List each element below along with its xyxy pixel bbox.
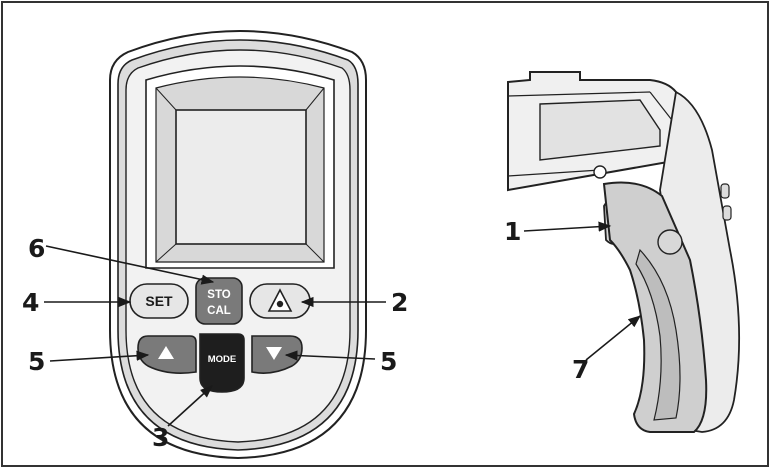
callout-1-label: 1 bbox=[504, 217, 521, 246]
callout-3-label: 3 bbox=[152, 423, 169, 452]
callout-4-label: 4 bbox=[22, 288, 39, 317]
callout-7: 7 bbox=[572, 315, 641, 384]
triangle-up-icon bbox=[158, 346, 174, 359]
callout-5-left-label: 5 bbox=[28, 347, 45, 376]
callout-7-label: 7 bbox=[572, 355, 589, 384]
set-button[interactable]: SET bbox=[129, 283, 189, 319]
callout-1: 1 bbox=[504, 217, 612, 246]
callout-2-label: 2 bbox=[391, 288, 408, 317]
side-button-lower[interactable] bbox=[722, 205, 732, 221]
callout-6-label: 6 bbox=[28, 234, 45, 263]
mode-button[interactable]: MODE bbox=[199, 333, 245, 393]
set-button-label: SET bbox=[145, 293, 173, 309]
laser-warning-icon bbox=[267, 288, 293, 312]
callout-5-right: 5 bbox=[284, 347, 397, 376]
gun-window bbox=[539, 99, 661, 161]
callout-4: 4 bbox=[22, 288, 132, 317]
front-view: SET STO CAL MODE bbox=[109, 30, 367, 460]
gun-thumb-rest bbox=[657, 229, 683, 255]
sto-cal-button[interactable]: STO CAL bbox=[195, 277, 243, 325]
mode-button-label: MODE bbox=[208, 354, 237, 365]
side-button-upper[interactable] bbox=[720, 183, 730, 199]
laser-button[interactable] bbox=[249, 283, 311, 319]
lcd-screen bbox=[175, 109, 307, 245]
callout-5-left: 5 bbox=[28, 347, 150, 376]
callout-5-right-label: 5 bbox=[380, 347, 397, 376]
up-button[interactable] bbox=[137, 335, 197, 374]
triangle-down-icon bbox=[266, 347, 282, 360]
sto-label: STO bbox=[207, 289, 230, 301]
side-view bbox=[507, 71, 741, 433]
gun-grip-contour bbox=[635, 248, 681, 421]
callout-6: 6 bbox=[28, 234, 215, 285]
callout-3: 3 bbox=[152, 385, 213, 452]
down-button[interactable] bbox=[251, 335, 303, 374]
cal-label: CAL bbox=[207, 305, 231, 317]
gun-back-panel bbox=[659, 90, 741, 433]
callout-2: 2 bbox=[300, 288, 408, 317]
sensor-icon bbox=[593, 165, 607, 179]
